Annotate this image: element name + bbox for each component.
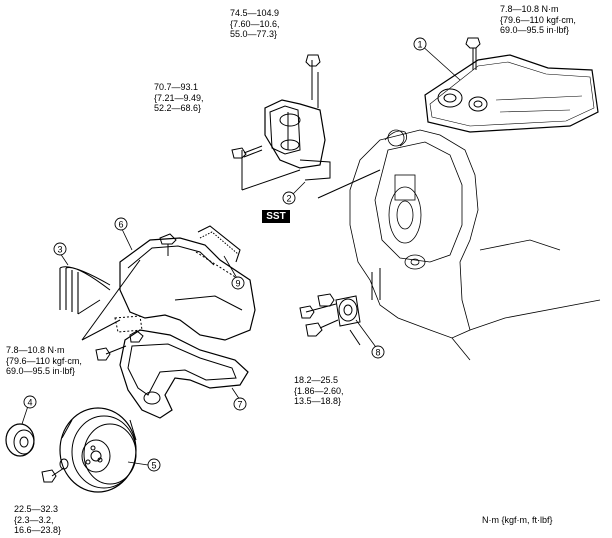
svg-text:3: 3	[57, 245, 62, 255]
torque-line: {79.6—110 kgf·cm,	[6, 355, 82, 366]
tensioner	[299, 268, 381, 346]
torque-engine-mount-nut: 74.5—104.9 {7.60—10.6, 55.0—77.3}	[230, 8, 280, 40]
engine-block	[349, 129, 601, 361]
callout-2: 2	[282, 191, 296, 205]
torque-line: 52.2—68.6}	[154, 103, 202, 113]
units-legend: N·m {kgf·m, ft·lbf}	[482, 515, 553, 525]
callouts: 1 2 3 4 5 6 7 8 9	[23, 37, 427, 472]
crankshaft-pulley	[59, 407, 137, 493]
mount-bolt	[231, 145, 263, 159]
torque-pulley-bolt: 22.5—32.3 {2.3—3.2, 16.6—23.8}	[14, 504, 61, 536]
timing-cover-upper	[119, 233, 256, 341]
torque-line: 7.8—10.8 N·m	[6, 345, 65, 355]
engine-mount	[241, 54, 381, 199]
pulley-bolt	[41, 458, 69, 483]
torque-line: {2.3—3.2,	[14, 514, 54, 525]
callout-4: 4	[23, 395, 37, 409]
svg-text:8: 8	[375, 348, 380, 358]
timing-belt	[59, 266, 111, 315]
torque-line: 16.6—23.8}	[14, 525, 62, 535]
torque-line: 55.0—77.3}	[230, 29, 278, 39]
timing-belt-guide	[197, 225, 241, 263]
timing-cover-lower	[119, 329, 249, 419]
torque-line: 74.5—104.9	[230, 8, 280, 18]
torque-line: 70.7—93.1	[154, 82, 199, 92]
sst-badge: SST	[262, 210, 290, 223]
torque-tensioner-bolt: 18.2—25.5 {1.86—2.60, 13.5—18.8}	[294, 375, 344, 407]
torque-line: 69.0—95.5 in·lbf}	[500, 25, 570, 35]
svg-text:6: 6	[118, 220, 123, 230]
cover-bolt	[465, 37, 481, 70]
callout-6: 6	[114, 217, 128, 231]
torque-line: 7.8—10.8 N·m	[500, 4, 559, 14]
torque-line: 22.5—32.3	[14, 504, 59, 514]
torque-line: {7.60—10.6,	[230, 18, 280, 29]
torque-line: 69.0—95.5 in·lbf}	[6, 366, 76, 376]
torque-cover-bolt-top: 7.8—10.8 N·m {79.6—110 kgf·cm, 69.0—95.5…	[500, 4, 576, 36]
callout-7: 7	[233, 397, 247, 411]
torque-line: {1.86—2.60,	[294, 385, 344, 396]
engine-cover	[424, 54, 599, 133]
svg-text:7: 7	[237, 400, 242, 410]
callout-3: 3	[53, 242, 67, 256]
svg-text:4: 4	[27, 398, 32, 408]
callout-9: 9	[231, 276, 245, 290]
svg-text:9: 9	[235, 279, 240, 289]
svg-text:5: 5	[151, 461, 156, 471]
svg-text:2: 2	[286, 194, 291, 204]
torque-line: 18.2—25.5	[294, 375, 339, 385]
callout-8: 8	[371, 345, 385, 359]
callout-1: 1	[413, 37, 427, 51]
torque-timing-cover-bolt: 7.8—10.8 N·m {79.6—110 kgf·cm, 69.0—95.5…	[6, 345, 82, 377]
callout-5: 5	[147, 458, 161, 472]
crankshaft-sprocket	[5, 423, 35, 457]
torque-line: 13.5—18.8}	[294, 396, 342, 406]
torque-line: {79.6—110 kgf·cm,	[500, 14, 576, 25]
svg-text:1: 1	[417, 40, 422, 50]
timing-cover-bolt	[81, 259, 143, 361]
torque-line: {7.21—9.49,	[154, 92, 204, 103]
torque-mount-bolt: 70.7—93.1 {7.21—9.49, 52.2—68.6}	[154, 82, 204, 114]
